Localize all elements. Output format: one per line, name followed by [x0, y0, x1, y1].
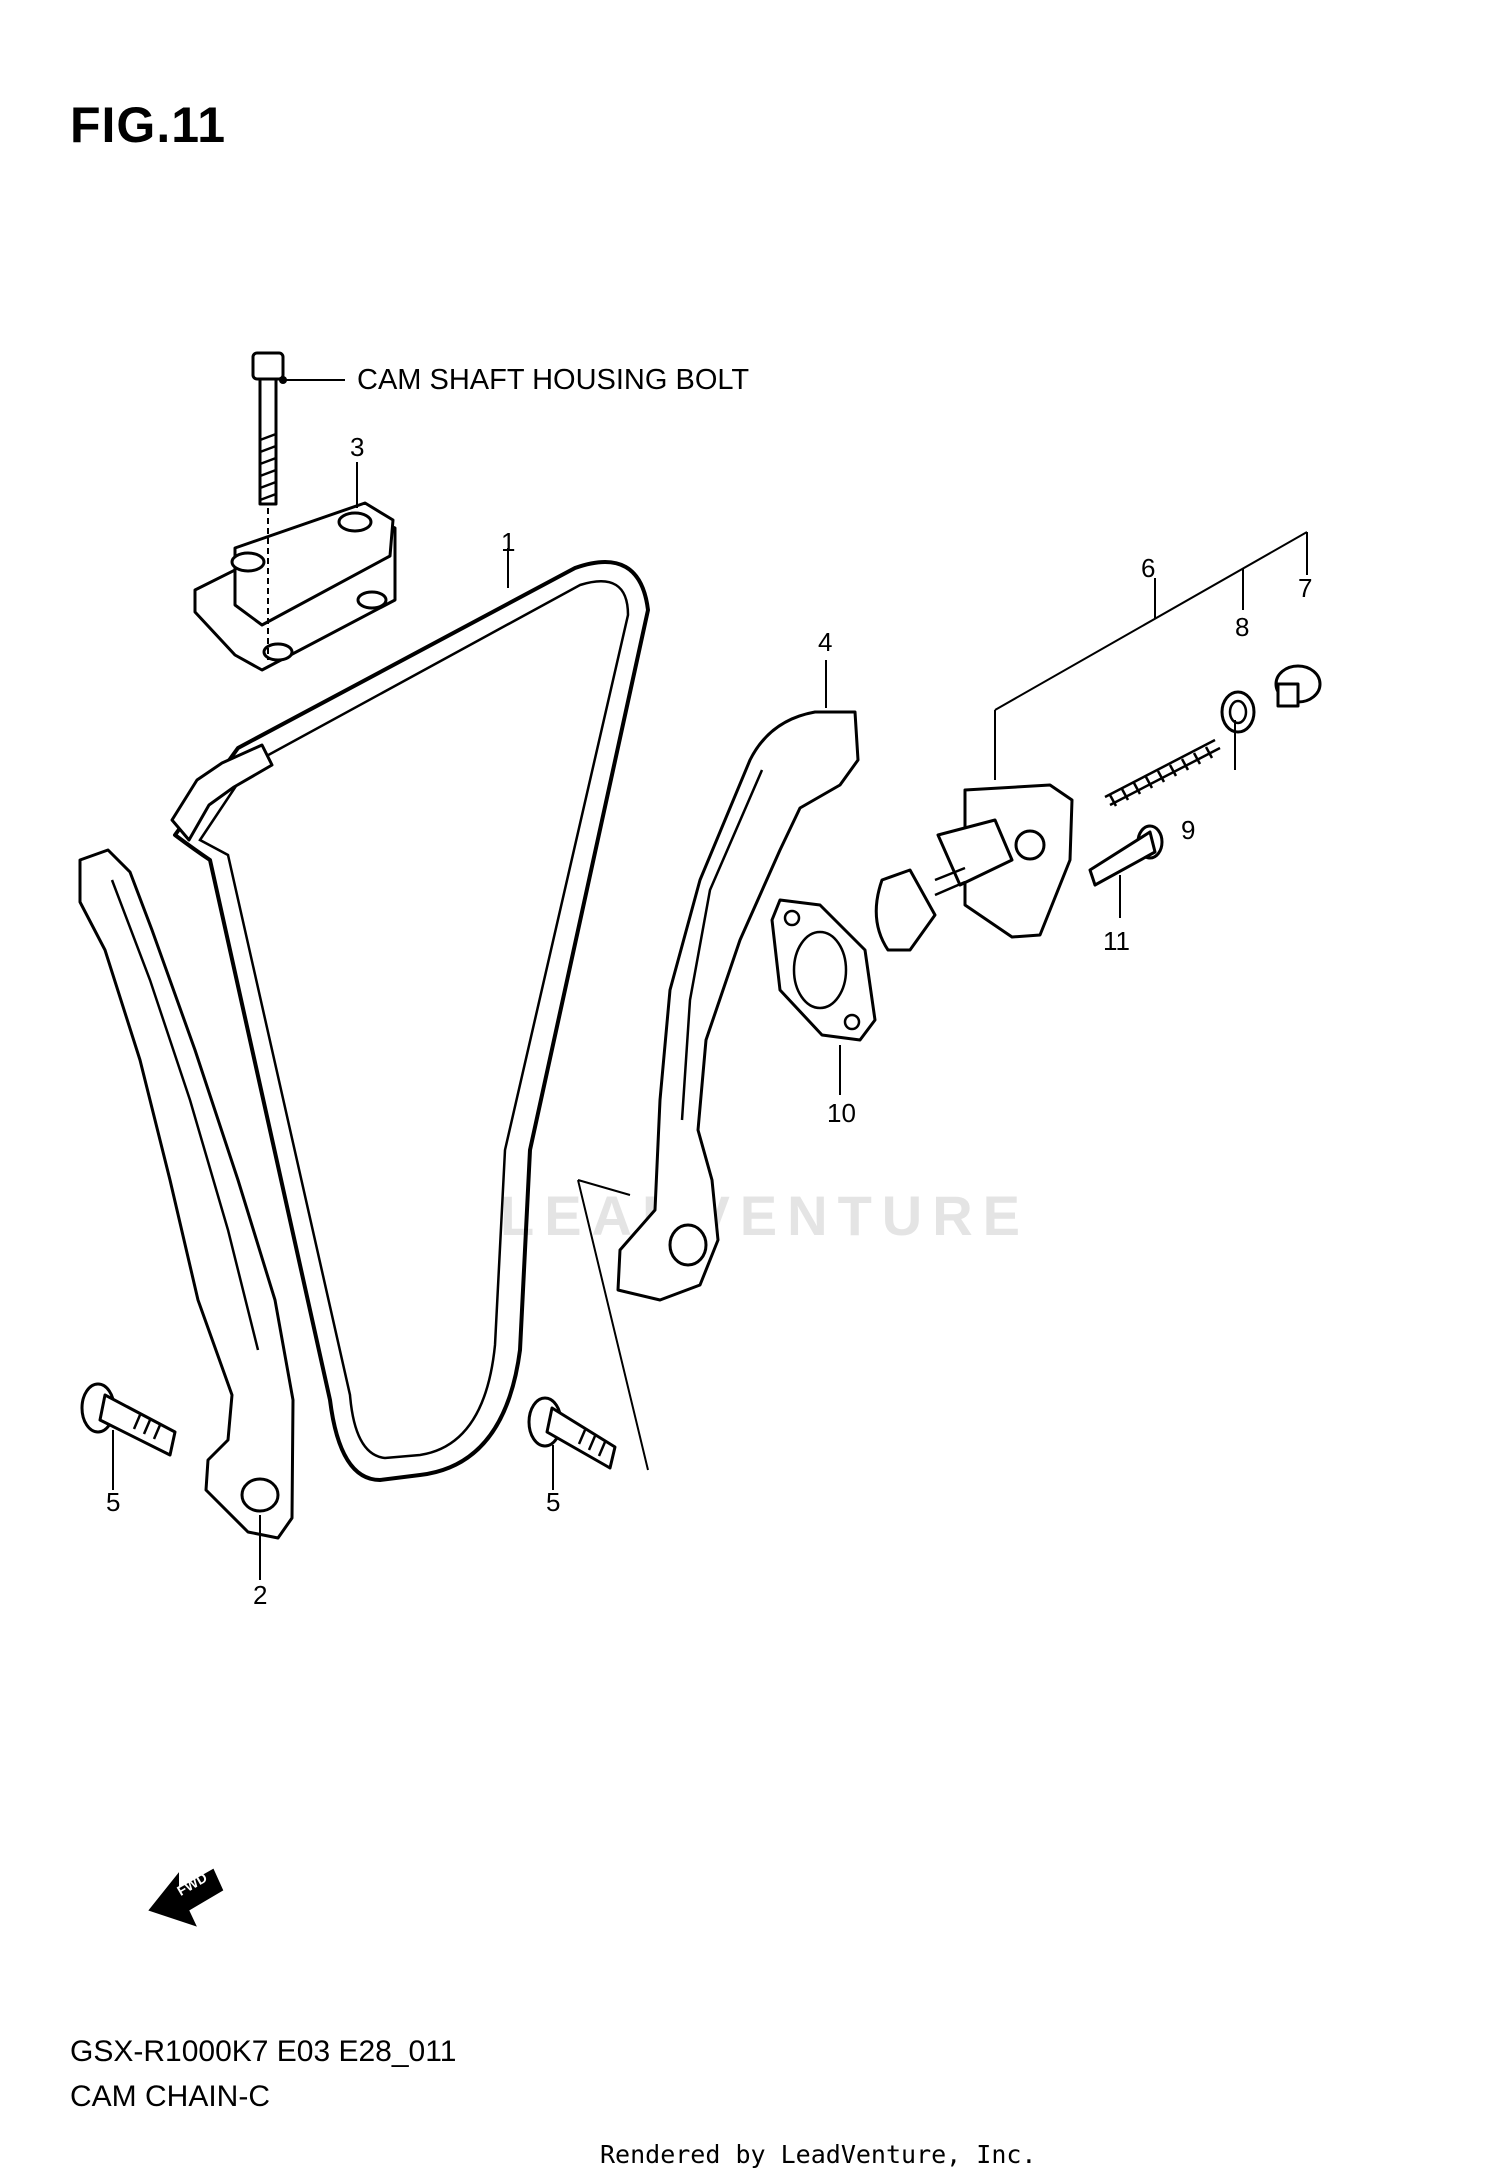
part-10-gasket[interactable] [770, 898, 877, 1042]
guide-reference-lines [577, 1179, 649, 1471]
callout-5-right: 5 [546, 1487, 561, 1517]
part-3-housing[interactable] [193, 501, 397, 672]
part-1-cam-chain[interactable] [170, 560, 650, 1482]
part-11-bolt[interactable] [1088, 824, 1164, 887]
callout-10: 10 [827, 1098, 856, 1128]
bolt-leader-dot [279, 376, 287, 384]
callout-6: 6 [1141, 553, 1156, 583]
part-5-bolt-right[interactable] [527, 1396, 617, 1470]
callout-7: 7 [1298, 573, 1313, 603]
callout-4: 4 [818, 627, 833, 657]
cam-shaft-housing-bolt-label: CAM SHAFT HOUSING BOLT [357, 364, 750, 396]
part-4-tensioner-arm[interactable] [616, 710, 860, 1302]
leader-6-group [994, 531, 1308, 711]
callout-3: 3 [350, 432, 365, 462]
figure-title: FIG.11 [70, 97, 227, 153]
callout-8: 8 [1235, 612, 1250, 642]
callout-5-left: 5 [106, 1487, 121, 1517]
part-6-tensioner-body[interactable] [874, 783, 1074, 952]
fwd-arrow-icon [148, 1868, 224, 1927]
section-name: CAM CHAIN-C [70, 2080, 270, 2113]
callout-1: 1 [501, 527, 516, 557]
model-code: GSX-R1000K7 E03 E28_011 [70, 2035, 457, 2068]
part-7-plug[interactable] [1274, 664, 1322, 708]
part-5-bolt-left[interactable] [80, 1382, 177, 1457]
rendered-by-credit: Rendered by LeadVenture, Inc. [600, 2140, 1037, 2169]
part-9-spring[interactable] [1104, 738, 1221, 807]
callout-11: 11 [1103, 926, 1130, 956]
callout-9: 9 [1181, 815, 1196, 845]
cam-shaft-housing-bolt[interactable] [251, 351, 285, 506]
part-2-guide[interactable] [78, 848, 295, 1540]
part-8-washer[interactable] [1220, 690, 1256, 734]
callout-2: 2 [253, 1580, 268, 1610]
